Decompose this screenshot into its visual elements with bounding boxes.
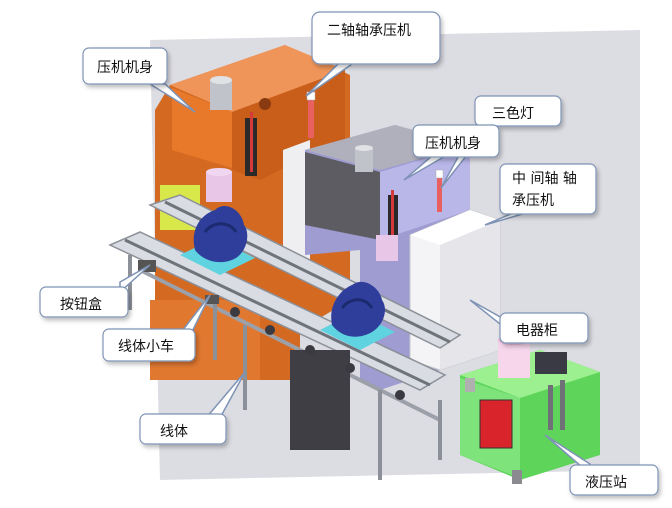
cart-2 [320, 281, 395, 350]
label-line-cart: 线体小车 [118, 339, 174, 355]
label-hydraulic-station: 液压站 [585, 475, 627, 491]
callout-boxes [39, 11, 659, 496]
left-press [150, 45, 350, 380]
label-button-box: 按钮盒 [60, 297, 102, 313]
label-second-shaft-press: 二轴轴承压机 [327, 23, 411, 39]
label-press-frame-right: 压机机身 [425, 136, 481, 152]
label-middle-shaft-press-line2: 承压机 [512, 193, 554, 209]
electric-cabinet [409, 209, 501, 371]
label-electric-cabinet: 电器柜 [516, 323, 558, 339]
label-middle-shaft-press-line1: 中 间轴 轴 [512, 171, 577, 187]
label-tri-color-light: 三色灯 [492, 106, 534, 122]
label-press-frame-left: 压机机身 [97, 60, 153, 76]
cart-1 [180, 205, 255, 275]
label-line-body: 线体 [160, 424, 188, 440]
